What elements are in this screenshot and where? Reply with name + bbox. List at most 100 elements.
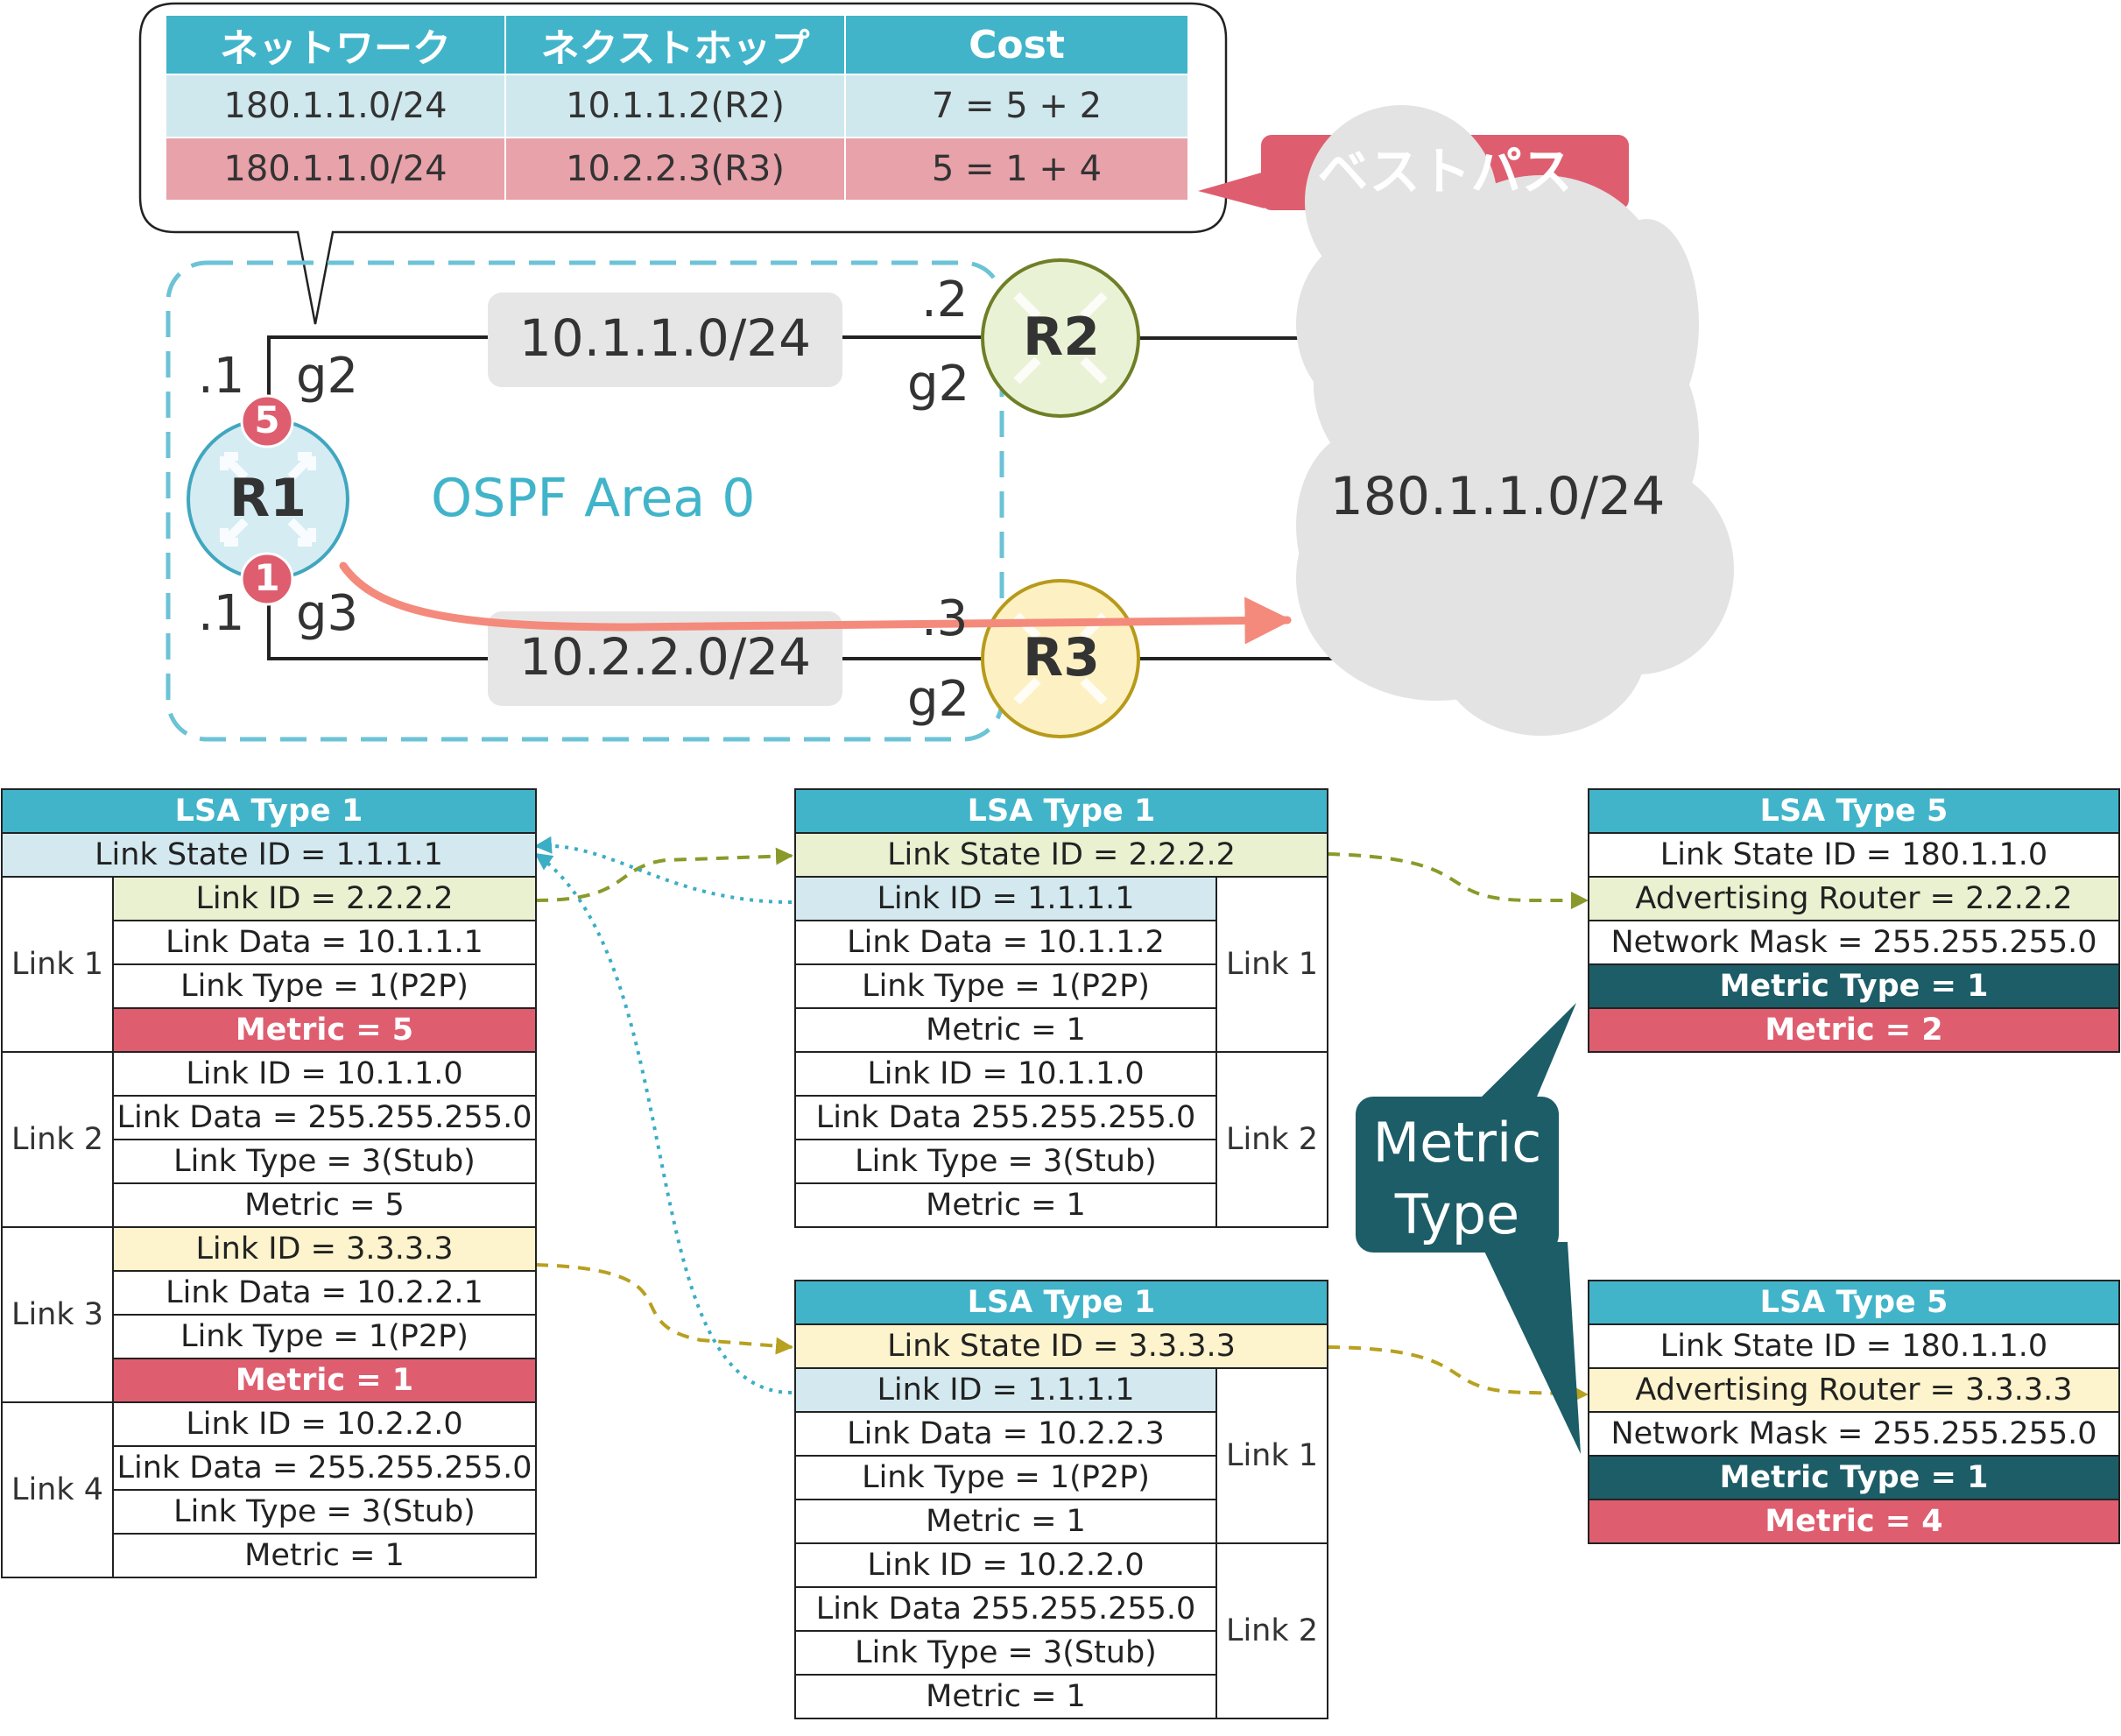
lsa5-r2-table: LSA Type 5 Link State ID = 180.1.1.0 Adv… [1588,788,2120,1053]
lsa-r1-link-data: Link Data = 255.255.255.0 [112,1445,537,1491]
lsa5-r2-metric: Metric = 2 [1588,1007,2120,1053]
route-table: ネットワーク ネクストホップ Cost 180.1.1.0/24 10.1.1.… [166,16,1187,201]
route-cell: 180.1.1.0/24 [166,138,506,201]
lsa5-r3-table: LSA Type 5 Link State ID = 180.1.1.0 Adv… [1588,1280,2120,1544]
lsa5-r3-metric: Metric = 4 [1588,1499,2120,1544]
lsa5-r2-lsid: Link State ID = 180.1.1.0 [1588,832,2120,878]
lsa-r1-link-id: Link ID = 10.2.2.0 [112,1401,537,1447]
callout-line2: Type [1394,1182,1520,1246]
lsa-r3-link-type: Link Type = 1(P2P) [794,1455,1217,1500]
net-bottom-pill [488,611,842,706]
lsa-r1-link-type: Link Type = 1(P2P) [112,1314,537,1359]
lsa5-r3-lsid: Link State ID = 180.1.1.0 [1588,1323,2120,1369]
route-cell: 7 = 5 + 2 [846,75,1187,138]
router-r2 [981,258,1140,418]
cost-badge-top [240,394,294,448]
route-cell: 5 = 1 + 4 [846,138,1187,201]
lsa-r2-link-id: Link ID = 1.1.1.1 [794,876,1217,921]
external-network-cloud [1296,105,1734,736]
cloud-label: 180.1.1.0/24 [1329,466,1666,527]
lsa5-r2-adv-router: Advertising Router = 2.2.2.2 [1588,876,2120,921]
r2-ip-label: .2 [921,272,969,328]
cost-top-label: 5 [254,399,280,441]
lsa-r2-link-id: Link ID = 10.1.1.0 [794,1051,1217,1097]
route-header-network: ネットワーク [166,16,506,75]
lsa-r2-link-type: Link Type = 3(Stub) [794,1139,1217,1184]
lsa5-r3-adv-router: Advertising Router = 3.3.3.3 [1588,1367,2120,1413]
area-label: OSPF Area 0 [431,468,756,529]
lsa-r1-link-id: Link ID = 2.2.2.2 [112,876,537,921]
lsa-r3-link-label: Link 1 [1216,1367,1328,1544]
r3-ip-label: .3 [921,590,969,647]
r2-label: R2 [1023,307,1100,368]
lsa-r2-table: LSA Type 1 Link State ID = 2.2.2.2 Link … [794,788,1328,1228]
lsa-r3-link-id: Link ID = 1.1.1.1 [794,1367,1217,1413]
lsa-r1-link-label: Link 1 [1,876,114,1053]
lsa-r1-metric: Metric = 5 [112,1182,537,1228]
lsa-r2-link-label: Link 1 [1216,876,1328,1053]
r1-ip-bottom: .1 [198,585,245,642]
conn-r3-lsid-to-lsa5 [1327,1345,1589,1403]
route-cell: 180.1.1.0/24 [166,75,506,138]
cost-badge-bottom [240,552,294,606]
lsa-r2-metric: Metric = 1 [794,1007,1217,1053]
lsa-r1-link-id: Link ID = 10.1.1.0 [112,1051,537,1097]
lsa-r1-link-data: Link Data = 10.1.1.1 [112,920,537,965]
route-table-header: ネットワーク ネクストホップ Cost [166,16,1187,75]
route-row: 180.1.1.0/24 10.1.1.2(R2) 7 = 5 + 2 [166,75,1187,138]
net-bottom-label: 10.2.2.0/24 [518,627,812,687]
lsa5-r2-metric-type: Metric Type = 1 [1588,963,2120,1009]
lsa-r1-lsid: Link State ID = 1.1.1.1 [1,832,537,878]
conn-r2-link1-to-r1-lsid [534,836,793,904]
lsa-r1-metric: Metric = 1 [112,1358,537,1403]
net-top-pill [488,293,842,387]
r1-g3-label: g3 [296,585,359,642]
lsa-r1-link-label: Link 4 [1,1401,114,1578]
lsa-r2-link-type: Link Type = 1(P2P) [794,963,1217,1009]
lsa-r1-link-label: Link 2 [1,1051,114,1228]
lsa-r1-link-type: Link Type = 3(Stub) [112,1139,537,1184]
route-header-nexthop: ネクストホップ [506,16,846,75]
lsa-r3-title: LSA Type 1 [794,1280,1328,1325]
r1-ip-top: .1 [198,348,245,405]
lsa-r1-table: LSA Type 1 Link State ID = 1.1.1.1 Link … [1,788,537,1578]
lsa5-r2-title: LSA Type 5 [1588,788,2120,834]
lsa-r1-metric: Metric = 5 [112,1007,537,1053]
r1-label: R1 [229,468,307,529]
lsa-r1-link-id: Link ID = 3.3.3.3 [112,1226,537,1272]
r3-g2-label: g2 [907,671,970,728]
r3-label: R3 [1023,627,1100,688]
lsa-r1-link-data: Link Data = 10.2.2.1 [112,1270,537,1316]
lsa5-r3-title: LSA Type 5 [1588,1280,2120,1325]
metric-type-callout [1356,1003,1581,1454]
lsa-r3-metric: Metric = 1 [794,1499,1217,1544]
net-top-label: 10.1.1.0/24 [518,308,812,368]
route-cell: 10.2.2.3(R3) [506,138,846,201]
lsa5-r3-metric-type: Metric Type = 1 [1588,1455,2120,1500]
conn-r2-lsid-to-lsa5 [1327,852,1589,909]
lsa-r3-lsid: Link State ID = 3.3.3.3 [794,1323,1328,1369]
lsa-r2-lsid: Link State ID = 2.2.2.2 [794,832,1328,878]
lsa-r2-metric: Metric = 1 [794,1182,1217,1228]
callout-line1: Metric [1372,1111,1542,1175]
cost-bottom-label: 1 [254,556,280,599]
lsa-r1-metric: Metric = 1 [112,1533,537,1578]
lsa-r1-link-type: Link Type = 1(P2P) [112,963,537,1009]
conn-r3-link1-to-r1-lsid [534,852,793,1394]
r1-g2-label: g2 [296,348,359,405]
lsa-r3-metric: Metric = 1 [794,1674,1217,1719]
lsa-r3-link-data: Link Data = 10.2.2.3 [794,1411,1217,1457]
r2-g2-label: g2 [907,356,970,413]
lsa-r1-link-label: Link 3 [1,1226,114,1403]
lsa-r2-link-data: Link Data 255.255.255.0 [794,1095,1217,1140]
lsa-r3-link-data: Link Data 255.255.255.0 [794,1586,1217,1632]
lsa5-r3-mask: Network Mask = 255.255.255.0 [1588,1411,2120,1457]
best-path-label: ベストパス [1317,142,1573,201]
lsa-r2-title: LSA Type 1 [794,788,1328,834]
best-path-pointer [1198,172,1265,208]
lsa-r1-link-data: Link Data = 255.255.255.0 [112,1095,537,1140]
lsa-r1-title: LSA Type 1 [1,788,537,834]
lsa-r3-table: LSA Type 1 Link State ID = 3.3.3.3 Link … [794,1280,1328,1719]
lsa-r2-link-data: Link Data = 10.1.1.2 [794,920,1217,965]
